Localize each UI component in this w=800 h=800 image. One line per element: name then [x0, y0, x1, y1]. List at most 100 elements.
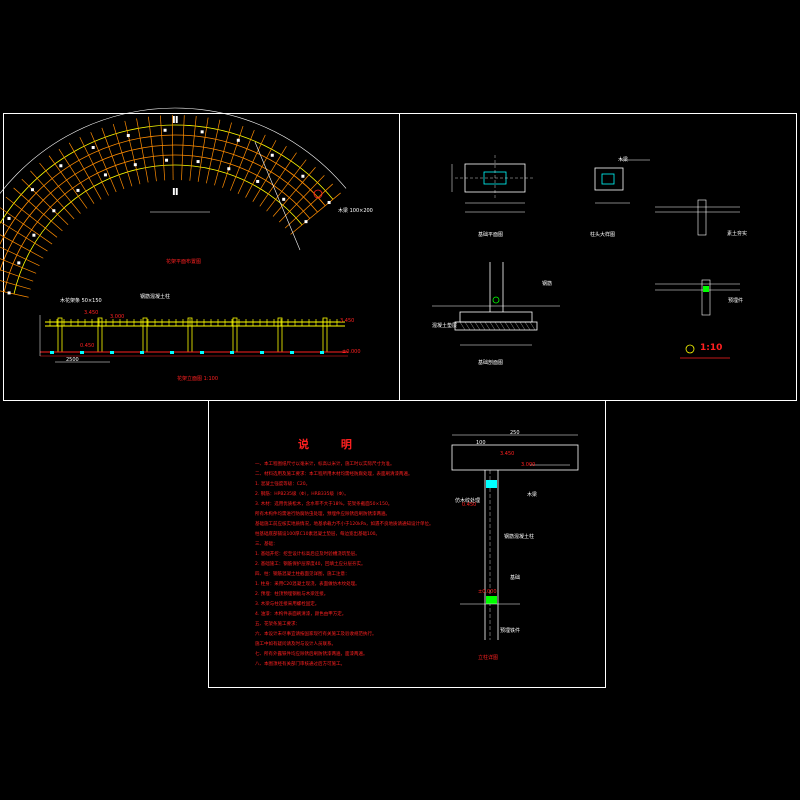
plan-column: [165, 158, 169, 162]
elev-accent: [320, 351, 324, 354]
col-beam: [451, 444, 579, 471]
note-line: 3. 木材：选用优质松木，含水率不大于18%，花架条截面50×150。: [255, 502, 393, 507]
plan-rafter: [0, 207, 53, 245]
detail-c-hatch: [519, 321, 526, 331]
plan-rafter: [189, 116, 197, 181]
plan-rafter: [48, 155, 88, 209]
col-plate-top: [486, 480, 497, 488]
col-level-4: ±0.000: [478, 589, 497, 595]
note-line: 二、材料选用及施工要求：本工程所用木材均需经防腐处理，表面刷清漆两遍。: [255, 472, 413, 477]
note-line: 1. 混凝土强度等级：C20。: [255, 482, 311, 487]
elev-accent: [290, 351, 294, 354]
plan-rafter: [159, 115, 166, 181]
detail-c-anchor: [492, 296, 500, 304]
callout-1: 木花架条 50×150: [60, 298, 102, 304]
col-level-1: 3.450: [500, 451, 515, 457]
detail-c-footing: [459, 311, 533, 323]
column-title: 立柱详图: [478, 655, 499, 661]
plan-column: [59, 164, 63, 168]
section-mark-bottom: Ⅱ: [172, 187, 179, 198]
plan-column: [7, 291, 11, 295]
plan-rafter: [79, 137, 109, 196]
plan-rafter: [0, 246, 40, 267]
detail-title-a: 基础平面图: [478, 232, 504, 238]
plan-rafter: [101, 127, 125, 190]
plan-rafter: [112, 123, 133, 187]
plan-title: 花架平面布置图: [166, 259, 202, 265]
elevation-title: 花架立面图 1:100: [177, 376, 218, 382]
plan-rafter: [0, 258, 37, 274]
plan-rafter: [21, 178, 69, 226]
note-line: 八、本图须经有关部门审核通过后方可施工。: [255, 662, 345, 667]
plan-column: [30, 188, 34, 192]
note-line: 2. 钢筋：HPB235级（Φ），HRB335级（Φ）。: [255, 492, 349, 497]
detail-c-hatch: [464, 321, 471, 331]
detail-callout-1: 混凝土垫层: [432, 323, 458, 329]
note-line: 1. 柱身：采用C20混凝土现浇，表面做仿木纹处理。: [255, 582, 360, 587]
plan-column: [282, 197, 286, 201]
plan-index-circle: [313, 189, 323, 199]
plan-column: [236, 138, 240, 142]
plan-rafter: [0, 234, 44, 259]
detail-callout-2: 钢筋: [542, 281, 553, 287]
elev-level-top: 3.450: [84, 310, 99, 316]
detail-c-hatch: [514, 321, 521, 331]
plan-column: [32, 233, 36, 237]
plan-column: [270, 153, 274, 157]
detail-c-hatch: [469, 321, 476, 331]
plan-rafter: [237, 134, 266, 195]
plan-rafter: [30, 170, 75, 220]
detail-c-hatch: [524, 321, 531, 331]
note-line: 3. 木梁与柱连接采用螺栓固定。: [255, 602, 320, 607]
detail-c-hatch: [499, 321, 506, 331]
detail-e-post: [701, 279, 711, 316]
elev-column: [142, 317, 148, 353]
plan-column: [163, 128, 167, 132]
detail-callout-4: 木梁: [618, 157, 629, 163]
note-line: 三、基础：: [255, 542, 278, 547]
elev-accent: [140, 351, 144, 354]
plan-column: [103, 173, 107, 177]
plan-column: [76, 188, 80, 192]
detail-title-b: 柱头大样图: [590, 232, 616, 238]
note-line: 施工中如有疑问请及时与设计人员联系。: [255, 642, 336, 647]
plan-rafter: [272, 167, 316, 217]
plan-column: [301, 174, 305, 178]
plan-rafter: [290, 192, 341, 235]
notes-title: 说 明: [298, 438, 366, 451]
plan-rafter: [13, 187, 63, 232]
detail-callout-5: 预埋件: [728, 298, 744, 304]
elev-column: [322, 317, 328, 353]
elev-column: [97, 317, 103, 353]
col-level-3: 0.450: [462, 502, 477, 508]
elev-accent: [260, 351, 264, 354]
elev-accent: [170, 351, 174, 354]
detail-c-hatch: [474, 321, 481, 331]
elev-level-right-bottom: ±0.000: [342, 349, 361, 355]
detail-c-hatch: [484, 321, 491, 331]
elev-column: [277, 317, 283, 353]
note-line: 七、所有外露铁件均应除锈后刷防锈漆两遍，面漆两遍。: [255, 652, 368, 657]
note-line: 所有木构件均需进行防腐防虫处理，预埋件应除锈后刷防锈漆两遍。: [255, 512, 390, 517]
plan-column: [133, 163, 137, 167]
detail-c-hatch: [479, 321, 486, 331]
detail-c-hatch: [529, 321, 536, 331]
plan-rafter: [171, 115, 174, 181]
plan-column: [227, 167, 231, 171]
col-dim-2: 100: [476, 440, 486, 446]
plan-rafter: [284, 183, 334, 229]
notes-sheet: [208, 400, 606, 688]
col-level-2: 3.000: [521, 462, 536, 468]
elev-column: [232, 317, 238, 353]
detail-title-c: 基础剖面图: [478, 360, 504, 366]
plan-column: [17, 261, 21, 265]
note-line: 基础施工前应核实地质情况，地基承载力不小于120kPa，如遇不良地质请通知设计单…: [255, 522, 434, 527]
note-line: 一、本工程图纸尺寸以毫米计，标高以米计，施工时以实际尺寸为准。: [255, 462, 395, 467]
elev-dim: 2500: [66, 357, 79, 363]
detail-d-post: [697, 199, 707, 236]
plan-rafter: [0, 269, 34, 282]
elev-accent: [230, 351, 234, 354]
plan-rafter: [58, 148, 95, 204]
col-callout-5: 预埋铁件: [500, 628, 521, 634]
note-line: 4. 油漆：木构件表面刷清漆，颜色由甲方定。: [255, 612, 347, 617]
